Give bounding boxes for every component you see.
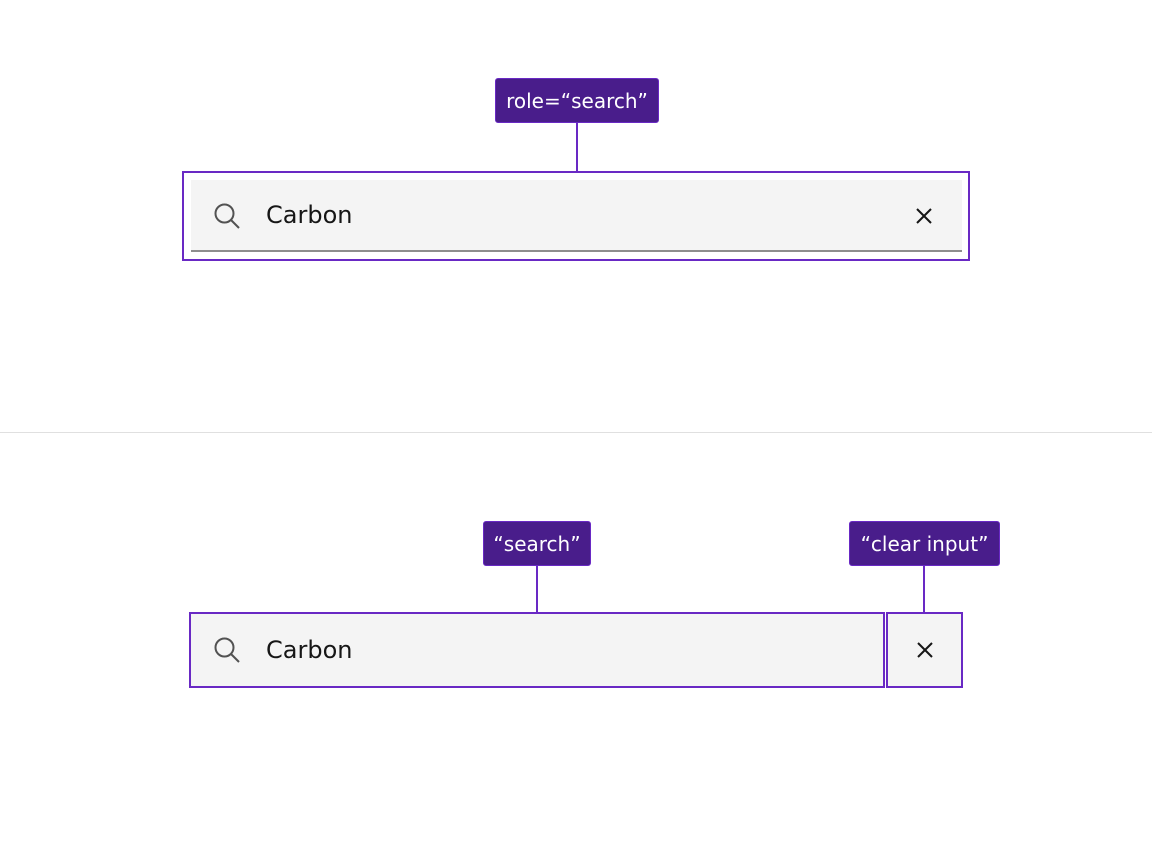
search-icon xyxy=(214,203,240,229)
search-icon xyxy=(214,637,240,663)
annotation-leader-line xyxy=(536,566,538,613)
search-input[interactable]: Carbon xyxy=(266,201,353,229)
close-icon xyxy=(916,642,933,658)
clear-button[interactable] xyxy=(909,202,939,230)
search-field[interactable]: Carbon xyxy=(189,612,885,688)
annotation-search-label: “search” xyxy=(483,521,591,566)
section-divider xyxy=(0,432,1152,433)
clear-input-button[interactable] xyxy=(886,612,963,688)
annotation-leader-line xyxy=(923,566,925,613)
annotation-leader-line xyxy=(576,123,578,171)
close-icon xyxy=(916,208,932,224)
annotation-role-search: role=“search” xyxy=(495,78,659,123)
search-region-outline xyxy=(182,171,970,261)
search-field[interactable]: Carbon xyxy=(191,180,962,252)
annotation-clear-input-label: “clear input” xyxy=(849,521,1000,566)
search-input[interactable]: Carbon xyxy=(266,636,353,664)
